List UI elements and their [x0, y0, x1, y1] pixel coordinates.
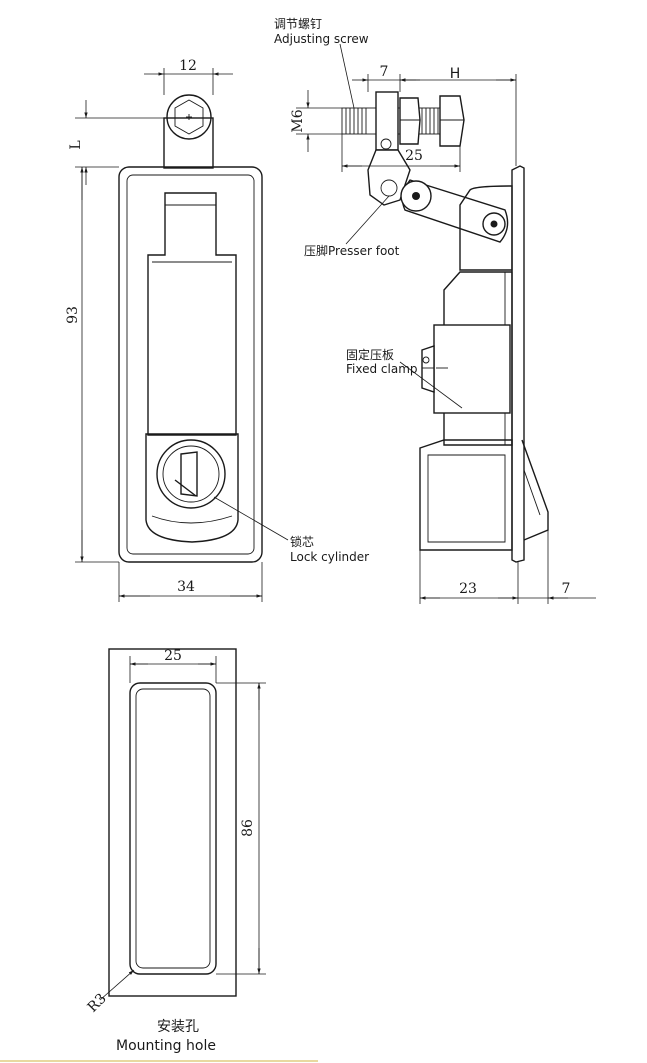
lock-cylinder-leader — [213, 496, 289, 541]
knob-outer — [166, 94, 212, 140]
key-slot-icon — [180, 451, 198, 497]
dim-86: 86 — [240, 819, 256, 837]
mounting-hole-view: 25 86 R3 安装孔 Mounting hole — [85, 648, 266, 1054]
nut-1 — [399, 97, 421, 145]
dim-23: 23 — [459, 581, 477, 597]
dim-width-bottom: 34 — [177, 579, 195, 595]
label-presser-foot: 压脚Presser foot — [304, 243, 400, 258]
mounting-cutout — [129, 682, 217, 975]
handle-body — [118, 166, 263, 563]
lock-area — [145, 433, 239, 543]
lock-cylinder — [156, 439, 226, 509]
mounting-title-en: Mounting hole — [116, 1038, 216, 1054]
handle-recess — [147, 192, 237, 436]
screw-block — [375, 91, 399, 151]
dim-7-top: 7 — [380, 64, 389, 80]
dim-25-side: 25 — [405, 148, 423, 164]
fixed-clamp-leader — [399, 361, 463, 409]
presser-foot-leader — [345, 195, 390, 245]
dim-height: 93 — [65, 306, 81, 324]
label-fixed-clamp-cn: 固定压板 — [346, 347, 394, 362]
screw-thread — [345, 108, 439, 134]
dim-L: L — [68, 140, 84, 149]
label-adjusting-screw-cn: 调节螺钉 — [274, 17, 322, 31]
dim-7-bottom: 7 — [562, 581, 571, 597]
knob-hex — [174, 99, 204, 135]
upper-housing — [459, 185, 513, 271]
dim-M6: M6 — [290, 109, 306, 132]
presser-arm — [367, 149, 411, 206]
main-housing — [443, 271, 513, 446]
label-lock-cylinder-cn: 锁芯 — [290, 534, 314, 549]
side-view: 7 H M6 25 23 7 调节螺钉 A — [274, 17, 596, 604]
adjusting-screw-leader — [339, 43, 355, 109]
label-lock-cylinder-en: Lock cylinder — [290, 550, 369, 564]
nut-2 — [439, 95, 465, 147]
fixed-clamp — [433, 324, 511, 414]
flange-plate — [511, 165, 525, 563]
label-fixed-clamp-en: Fixed clamp — [346, 362, 418, 376]
dim-25-mount: 25 — [164, 648, 182, 664]
clamp-screw — [421, 345, 435, 393]
mounting-panel — [108, 648, 237, 997]
front-view: 12 L 93 34 — [65, 58, 289, 602]
dim-H: H — [450, 66, 461, 82]
r3-leader — [99, 969, 135, 1001]
mounting-title-cn: 安装孔 — [157, 1019, 199, 1035]
top-bracket — [163, 117, 214, 169]
dim-width-top: 12 — [179, 58, 197, 74]
label-adjusting-screw-en: Adjusting screw — [274, 32, 369, 46]
lower-housing — [419, 439, 513, 551]
